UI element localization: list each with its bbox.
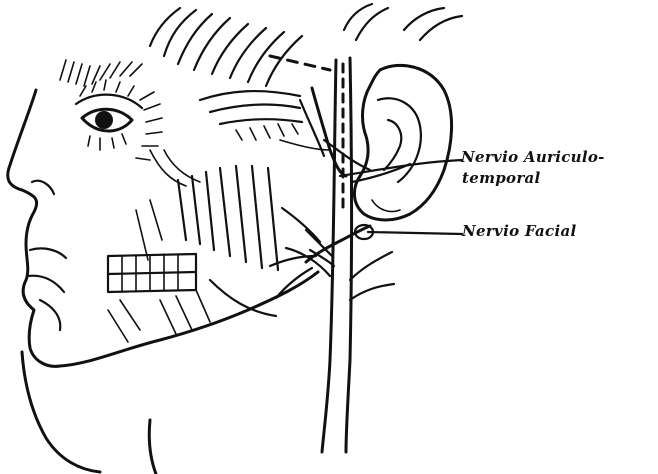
face-profile [8,90,318,474]
vessel-trunk [270,56,394,452]
ear [354,65,451,220]
auriculotemporal-label-line2: temporal [462,170,541,187]
facial-nerve-label: Nervio Facial [462,223,577,240]
auriculotemporal-label-line1: Nervio Auriculo- [461,149,605,166]
eye [76,80,142,150]
teeth [108,254,196,292]
facial-nerve [270,208,373,298]
facial-leader [368,232,462,234]
